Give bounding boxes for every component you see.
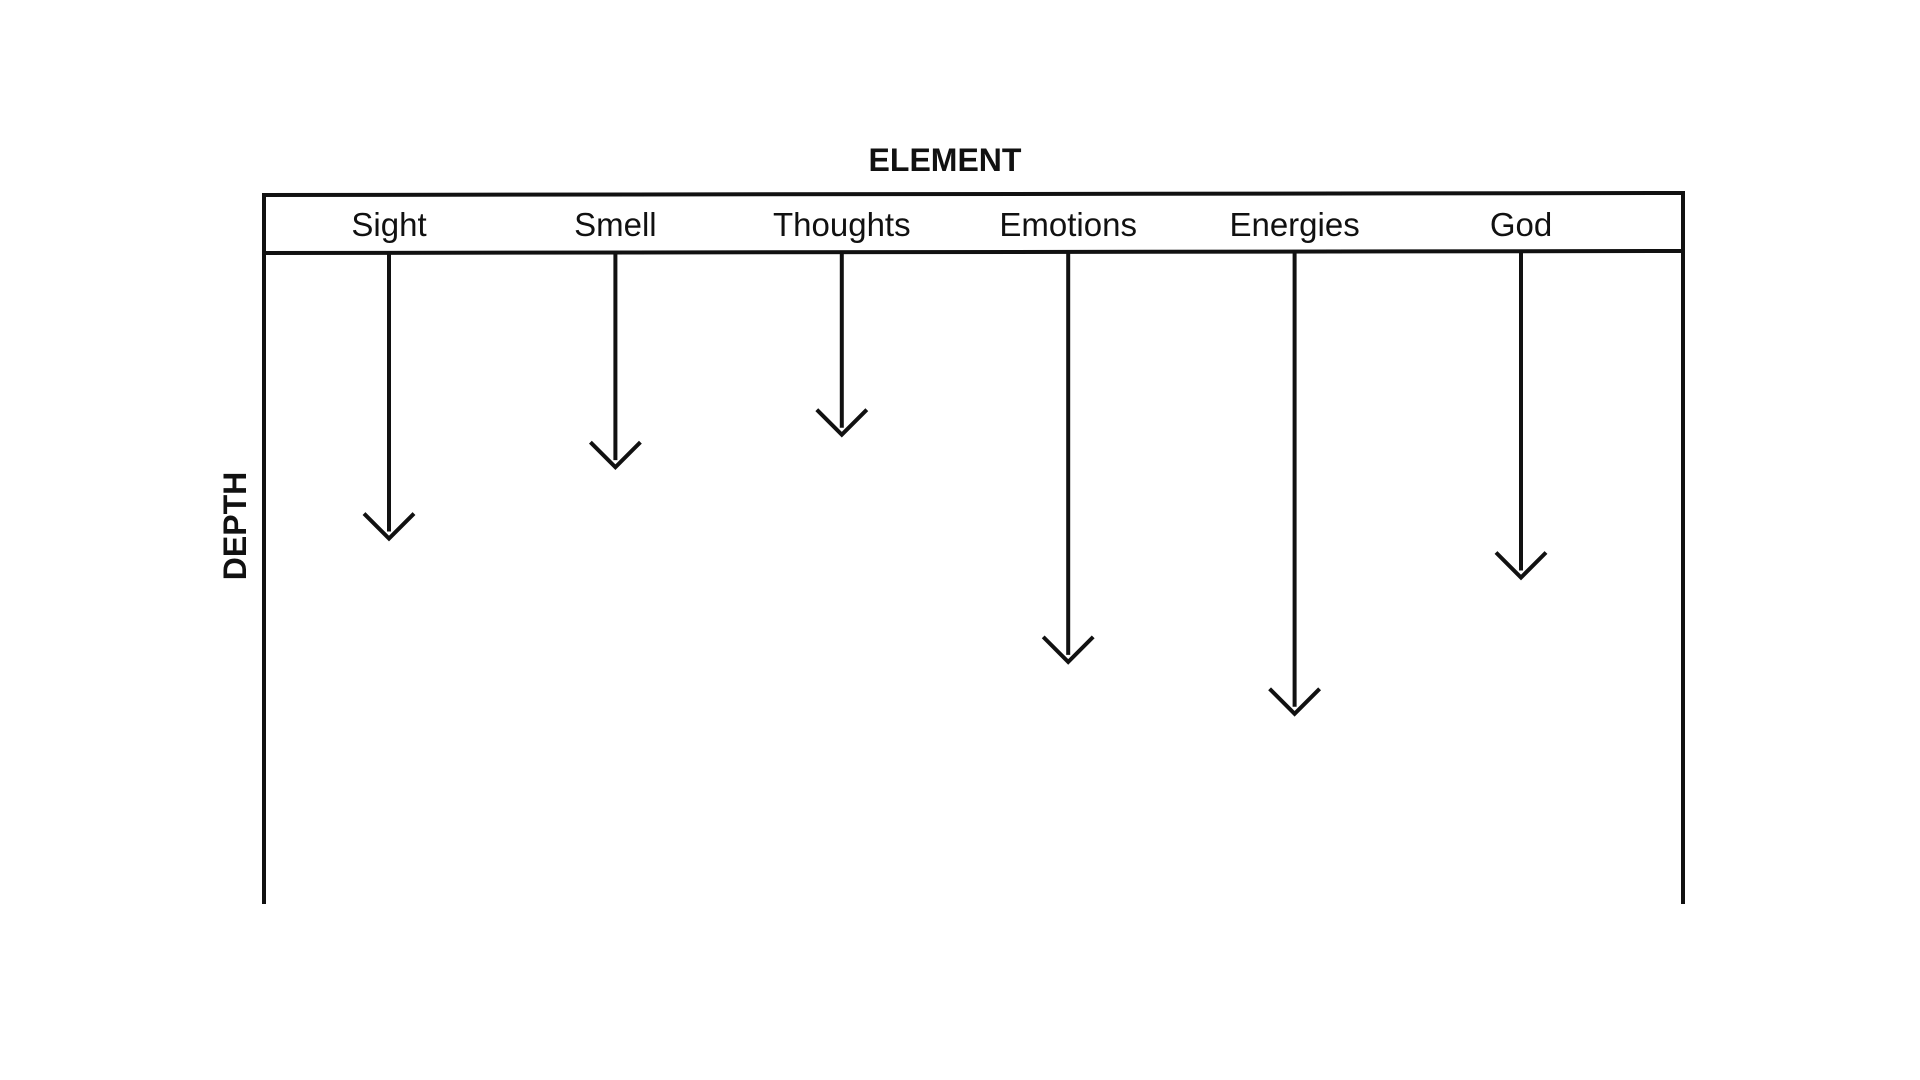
chevron-down-icon — [1494, 551, 1548, 581]
header-top-border — [261, 190, 1686, 198]
column-label-energies: Energies — [1229, 206, 1359, 243]
chevron-down-icon — [588, 440, 642, 470]
table-frame — [261, 190, 1686, 904]
chevron-down-icon — [1041, 635, 1095, 665]
chevron-down-icon — [815, 408, 869, 438]
column-label-smell: Smell — [574, 206, 657, 243]
chevron-down-icon — [362, 512, 416, 542]
depth-axis-label: DEPTH — [217, 472, 253, 580]
column-label-sight: Sight — [351, 206, 426, 243]
column-label-god: God — [1490, 206, 1552, 243]
columns-group: Sight Smell Thoughts Emotions Energies God — [351, 206, 1552, 717]
column-label-emotions: Emotions — [999, 206, 1137, 243]
element-title: ELEMENT — [869, 142, 1022, 178]
header-bottom-border — [261, 248, 1686, 256]
column-label-thoughts: Thoughts — [773, 206, 911, 243]
chevron-down-icon — [1268, 687, 1322, 717]
